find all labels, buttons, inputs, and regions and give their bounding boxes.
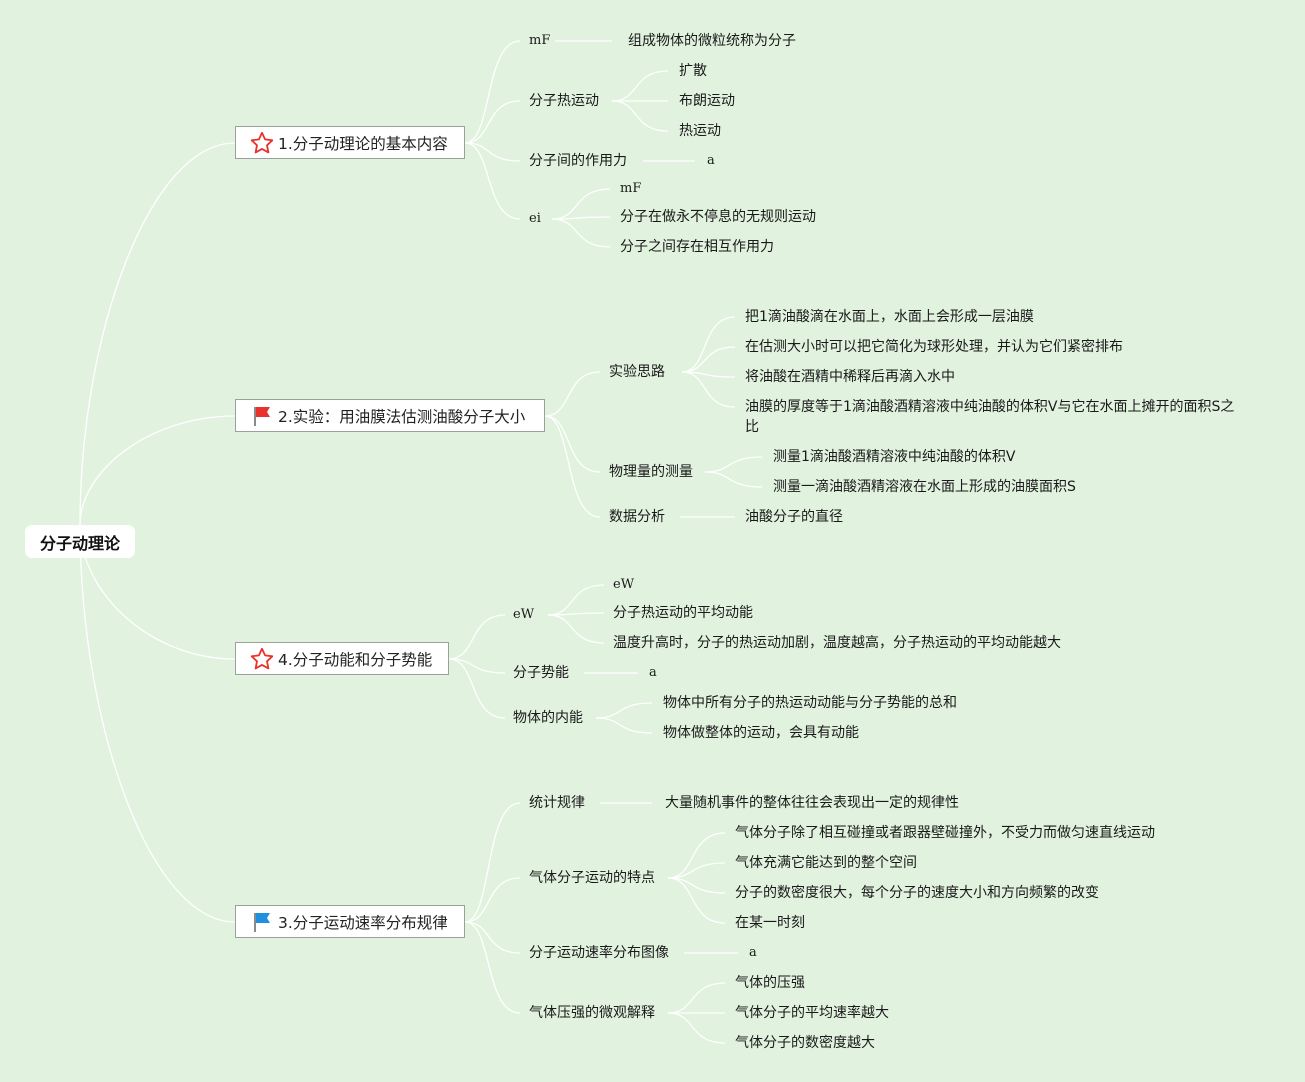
topic-gas-motion-features[interactable]: 气体分子运动的特点 xyxy=(529,870,655,886)
branch-1-connector xyxy=(464,40,521,144)
subtopic-average-kinetic-energy[interactable]: 分子热运动的平均动能 xyxy=(613,605,753,621)
star-icon xyxy=(250,130,276,156)
topic-potential-energy[interactable]: 分子势能 xyxy=(513,665,569,681)
leaf-connector xyxy=(667,877,726,894)
leaf-connector xyxy=(595,702,653,719)
branch-topic-3-label: 3.分子运动速率分布规律 xyxy=(278,913,448,932)
branch-3-connector xyxy=(464,802,521,923)
branch-2-connector xyxy=(544,371,601,417)
topic-measurement[interactable]: 物理量的测量 xyxy=(609,464,693,480)
leaf-connector xyxy=(667,982,726,1014)
subtopic-energy-sum[interactable]: 物体中所有分子的热运动动能与分子势能的总和 xyxy=(663,695,957,711)
root-connector xyxy=(79,524,236,923)
subtopic-measure-volume[interactable]: 测量1滴油酸酒精溶液中纯油酸的体积V xyxy=(773,449,1016,465)
branch-1-connector xyxy=(464,100,521,144)
root-topic[interactable]: 分子动理论 xyxy=(25,525,135,558)
blue-flag-icon xyxy=(250,909,276,935)
subtopic-overall-motion[interactable]: 物体做整体的运动，会具有动能 xyxy=(663,725,859,741)
leaf-connector xyxy=(551,216,611,220)
topic-pressure-explanation[interactable]: 气体压强的微观解释 xyxy=(529,1005,655,1021)
topic-statistical-law[interactable]: 统计规律 xyxy=(529,795,585,811)
branch-topic-1-label: 1.分子动理论的基本内容 xyxy=(278,134,448,153)
topic-speed-distribution-graph[interactable]: 分子运动速率分布图像 xyxy=(529,945,669,961)
branch-topic-4-label: 4.分子动能和分子势能 xyxy=(278,650,433,669)
leaf-connector xyxy=(551,188,611,220)
topic-thermal-motion[interactable]: 分子热运动 xyxy=(529,93,599,109)
subtopic-sphere-model[interactable]: 在估测大小时可以把它简化为球形处理，并认为它们紧密排布 xyxy=(745,339,1123,355)
subtopic-drop-oil[interactable]: 把1滴油酸滴在水面上，水面上会形成一层油膜 xyxy=(745,309,1034,325)
branch-2-connector xyxy=(544,415,601,473)
branch-1-connector xyxy=(464,142,521,220)
branch-3-connector xyxy=(464,877,521,923)
subtopic-a[interactable]: a xyxy=(749,945,757,960)
subtopic-diffusion[interactable]: 扩散 xyxy=(679,63,707,79)
leaf-connector xyxy=(667,1012,726,1044)
branch-4-connector xyxy=(448,614,506,660)
subtopic-number-density[interactable]: 分子的数密度很大，每个分子的速度大小和方向频繁的改变 xyxy=(735,885,1099,901)
topic-experiment-idea[interactable]: 实验思路 xyxy=(609,364,665,380)
topic-mf[interactable]: mF xyxy=(529,33,551,48)
subtopic-temperature-rise[interactable]: 温度升高时，分子的热运动加剧，温度越高，分子热运动的平均动能越大 xyxy=(613,635,1061,651)
leaf-connector xyxy=(667,832,726,879)
leaf-connector xyxy=(667,862,726,879)
subtopic-mf[interactable]: mF xyxy=(620,181,642,196)
root-connector xyxy=(79,415,236,526)
red-flag-icon xyxy=(250,403,276,429)
branch-topic-1[interactable]: 1.分子动理论的基本内容 xyxy=(235,126,465,159)
subtopic-molecule-diameter[interactable]: 油酸分子的直径 xyxy=(745,509,843,525)
topic-data-analysis[interactable]: 数据分析 xyxy=(609,509,665,525)
subtopic-moment[interactable]: 在某一时刻 xyxy=(735,915,805,931)
leaf-connector xyxy=(681,316,736,373)
subtopic-uniform-linear-motion[interactable]: 气体分子除了相互碰撞或者跟器壁碰撞外，不受力而做匀速直线运动 xyxy=(735,825,1155,841)
branch-4-connector xyxy=(448,658,506,719)
leaf-connector xyxy=(704,471,763,488)
branch-3-connector xyxy=(464,921,521,1014)
subtopic-film-thickness[interactable]: 油膜的厚度等于1滴油酸酒精溶液中纯油酸的体积V与它在水面上摊开的面积S之比 xyxy=(745,399,1235,435)
subtopic-mutual-force[interactable]: 分子之间存在相互作用力 xyxy=(620,239,774,255)
topic-ew[interactable]: eW xyxy=(513,607,535,622)
topic-internal-energy[interactable]: 物体的内能 xyxy=(513,710,583,726)
leaf-connector xyxy=(667,877,726,924)
subtopic-brownian-motion[interactable]: 布朗运动 xyxy=(679,93,735,109)
branch-topic-2[interactable]: 2.实验：用油膜法估测油酸分子大小 xyxy=(235,399,545,432)
subtopic-heat-motion[interactable]: 热运动 xyxy=(679,123,721,139)
branch-2-connector xyxy=(544,415,601,518)
leaf-connector xyxy=(704,456,763,473)
leaf-connector xyxy=(551,218,611,248)
subtopic-random-motion[interactable]: 分子在做永不停息的无规则运动 xyxy=(620,209,816,225)
root-connector xyxy=(79,142,236,526)
leaf-connector xyxy=(681,371,736,378)
leaf-connector xyxy=(547,612,605,616)
branch-3-connector xyxy=(464,921,521,954)
leaf-connector xyxy=(611,100,669,132)
leaf-connector xyxy=(547,614,605,644)
branch-topic-4[interactable]: 4.分子动能和分子势能 xyxy=(235,642,449,675)
subtopic-density-larger[interactable]: 气体分子的数密度越大 xyxy=(735,1035,875,1051)
subtopic-random-events[interactable]: 大量随机事件的整体往往会表现出一定的规律性 xyxy=(665,795,959,811)
subtopic-a[interactable]: a xyxy=(649,665,657,680)
subtopic-a[interactable]: a xyxy=(707,153,715,168)
subtopic-fill-space[interactable]: 气体充满它能达到的整个空间 xyxy=(735,855,917,871)
branch-4-connector xyxy=(448,658,506,674)
leaf-connector xyxy=(595,717,653,734)
branch-topic-3[interactable]: 3.分子运动速率分布规律 xyxy=(235,905,465,938)
subtopic-average-speed[interactable]: 气体分子的平均速率越大 xyxy=(735,1005,889,1021)
leaf-connector xyxy=(611,70,669,102)
topic-ei[interactable]: ei xyxy=(529,211,541,226)
root-topic-label: 分子动理论 xyxy=(39,533,120,553)
star-icon xyxy=(250,646,276,672)
subtopic-ew[interactable]: eW xyxy=(613,577,635,592)
subtopic-dilute[interactable]: 将油酸在酒精中稀释后再滴入水中 xyxy=(745,369,955,385)
leaf-connector xyxy=(547,584,605,616)
leaf-connector xyxy=(681,346,736,373)
subtopic-measure-area[interactable]: 测量一滴油酸酒精溶液在水面上形成的油膜面积S xyxy=(773,479,1076,495)
branch-1-connector xyxy=(464,142,521,162)
subtopic-gas-pressure[interactable]: 气体的压强 xyxy=(735,975,805,991)
subtopic-molecule-definition[interactable]: 组成物体的微粒统称为分子 xyxy=(628,33,796,49)
branch-topic-2-label: 2.实验：用油膜法估测油酸分子大小 xyxy=(278,407,526,426)
topic-intermolecular-force[interactable]: 分子间的作用力 xyxy=(529,153,627,169)
leaf-connector xyxy=(681,371,736,408)
